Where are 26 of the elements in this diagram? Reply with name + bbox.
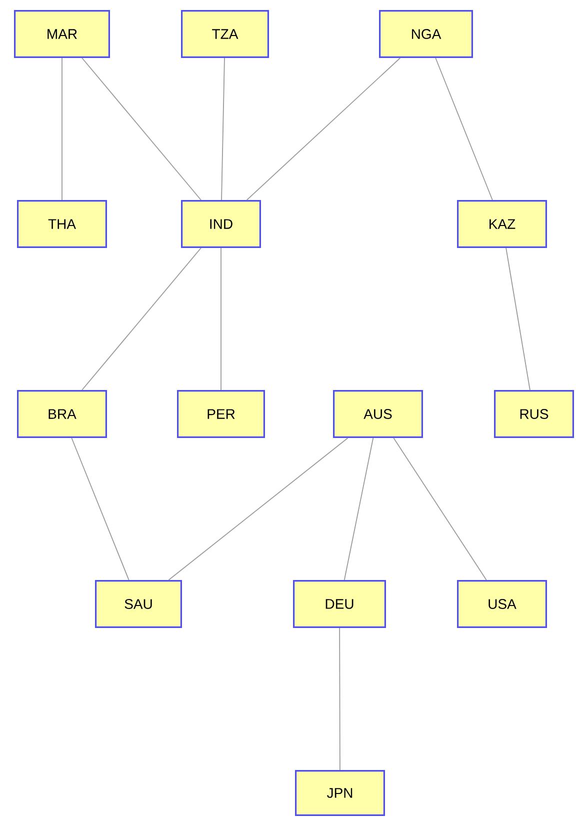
connector-line xyxy=(71,438,130,580)
country-box: DEU xyxy=(293,580,386,628)
country-box: KAZ xyxy=(457,200,547,248)
connector-line xyxy=(168,438,348,580)
connector-line xyxy=(82,58,202,200)
connector-line xyxy=(344,438,374,580)
country-box: PER xyxy=(177,390,265,438)
country-box: AUS xyxy=(333,390,423,438)
country-box: THA xyxy=(17,200,107,248)
country-box: TZA xyxy=(181,10,269,58)
country-box: MAR xyxy=(14,10,110,58)
connector-line xyxy=(82,248,202,390)
connector-line xyxy=(506,248,530,390)
country-box: IND xyxy=(181,200,261,248)
connector-line xyxy=(221,58,225,200)
connector-line xyxy=(435,58,493,200)
country-box: RUS xyxy=(494,390,574,438)
connector-line xyxy=(246,58,401,200)
country-box: NGA xyxy=(379,10,473,58)
connector-line xyxy=(339,628,340,770)
country-box: USA xyxy=(457,580,547,628)
connector-line xyxy=(220,248,222,390)
country-box: BRA xyxy=(17,390,107,438)
country-box: JPN xyxy=(295,770,385,816)
connector-line xyxy=(393,438,487,580)
country-box: SAU xyxy=(95,580,182,628)
